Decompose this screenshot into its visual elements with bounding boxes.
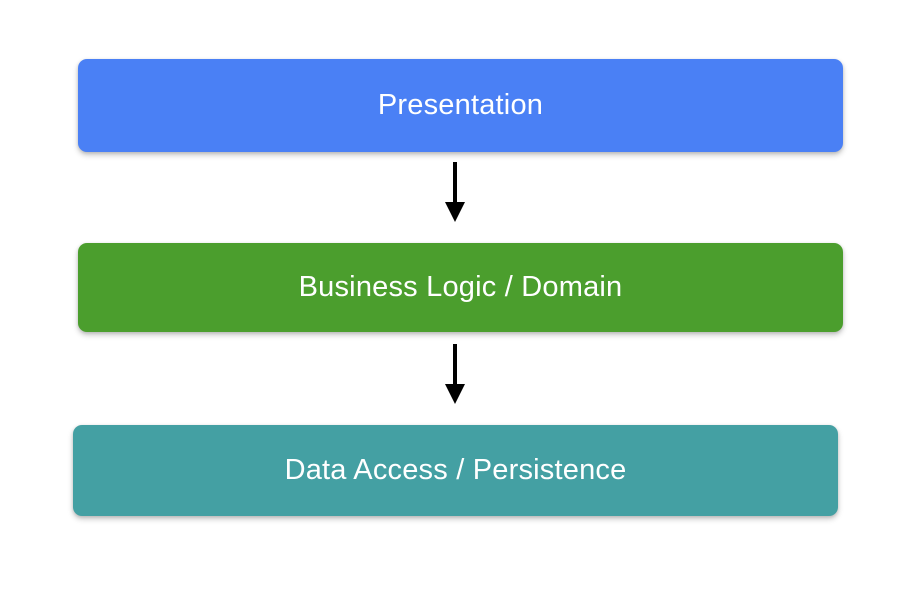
arrow-head [445, 202, 465, 222]
layer-label-data-access: Data Access / Persistence [284, 454, 627, 486]
layer-box-data-access[interactable]: Data Access / Persistence [73, 425, 838, 516]
arrow-presentation-to-business-icon [445, 162, 465, 222]
layer-label-business-logic: Business Logic / Domain [298, 271, 623, 303]
layer-box-presentation[interactable]: Presentation [78, 59, 843, 152]
arrow-business-to-data-icon [445, 344, 465, 404]
arrow-head [445, 384, 465, 404]
layer-label-presentation: Presentation [377, 89, 544, 121]
layer-box-business-logic[interactable]: Business Logic / Domain [78, 243, 843, 332]
